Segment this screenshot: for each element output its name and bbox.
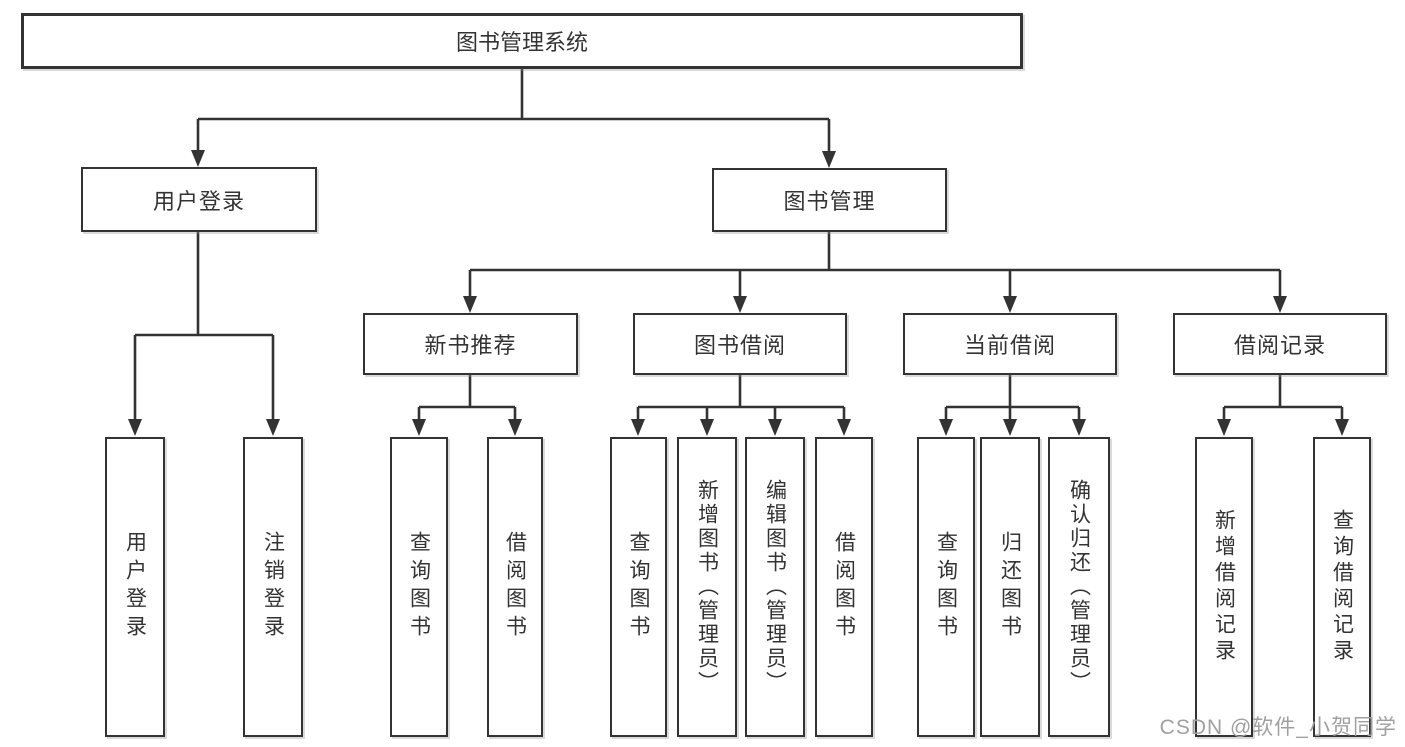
connector-current-borrow-children: [939, 375, 1086, 436]
leaf-label: 编辑图书（管理员）: [763, 479, 787, 695]
node-label: 当前借阅: [963, 333, 1056, 358]
leaf-label: 确认归还（管理员）: [1067, 479, 1091, 695]
node-label: 新书推荐: [424, 333, 517, 358]
connector-new-book-recommend-children: [412, 375, 522, 436]
leaf-borrow-book-2: 借阅图书: [815, 437, 873, 737]
leaf-label: 查询借阅记录: [1330, 509, 1354, 665]
leaf-logout: 注销登录: [243, 437, 303, 737]
connector-book-management-children: [463, 232, 1287, 313]
leaf-label: 新增图书（管理员）: [695, 479, 719, 695]
node-book-management: 图书管理: [712, 168, 947, 232]
leaf-label: 借阅图书: [832, 531, 856, 643]
node-label: 图书管理: [783, 189, 876, 214]
leaf-label: 查询图书: [627, 531, 650, 643]
leaf-label: 归还图书: [998, 531, 1022, 643]
leaf-user-login: 用户登录: [105, 437, 165, 737]
leaf-query-book-2: 查询图书: [610, 437, 667, 737]
node-label: 借阅记录: [1233, 333, 1326, 358]
node-label: 图书管理系统: [455, 30, 588, 55]
connector-borrow-records-children: [1217, 375, 1349, 436]
node-label: 用户登录: [152, 188, 245, 214]
connector-user-login-children: [128, 232, 280, 436]
leaf-add-book-admin: 新增图书（管理员）: [677, 437, 737, 737]
node-new-book-recommend: 新书推荐: [363, 313, 578, 375]
leaf-label: 新增借阅记录: [1212, 509, 1236, 665]
leaf-add-borrow-record: 新增借阅记录: [1195, 437, 1253, 737]
node-book-borrow: 图书借阅: [633, 313, 847, 375]
leaf-query-book-1: 查询图书: [390, 437, 448, 737]
leaf-query-borrow-record: 查询借阅记录: [1313, 437, 1371, 737]
node-library-management-system: 图书管理系统: [21, 13, 1023, 69]
leaf-label: 查询图书: [934, 531, 958, 643]
leaf-query-book-3: 查询图书: [917, 437, 975, 737]
leaf-return-book: 归还图书: [980, 437, 1040, 737]
csdn-watermark: CSDN @软件_小贺同学: [1159, 716, 1397, 739]
leaf-borrow-book-1: 借阅图书: [487, 437, 543, 737]
leaf-label: 用户登录: [123, 531, 147, 643]
leaf-confirm-return-admin: 确认归还（管理员）: [1048, 437, 1110, 737]
node-current-borrow: 当前借阅: [903, 313, 1117, 375]
leaf-label: 借阅图书: [503, 531, 527, 643]
node-label: 图书借阅: [693, 333, 786, 358]
node-user-login: 用户登录: [81, 167, 317, 232]
connector-root-to-level2: [191, 69, 836, 168]
connector-book-borrow-children: [631, 375, 851, 436]
leaf-label: 查询图书: [407, 531, 431, 643]
node-borrow-records: 借阅记录: [1173, 313, 1387, 375]
leaf-label: 注销登录: [261, 531, 285, 643]
leaf-edit-book-admin: 编辑图书（管理员）: [745, 437, 805, 737]
